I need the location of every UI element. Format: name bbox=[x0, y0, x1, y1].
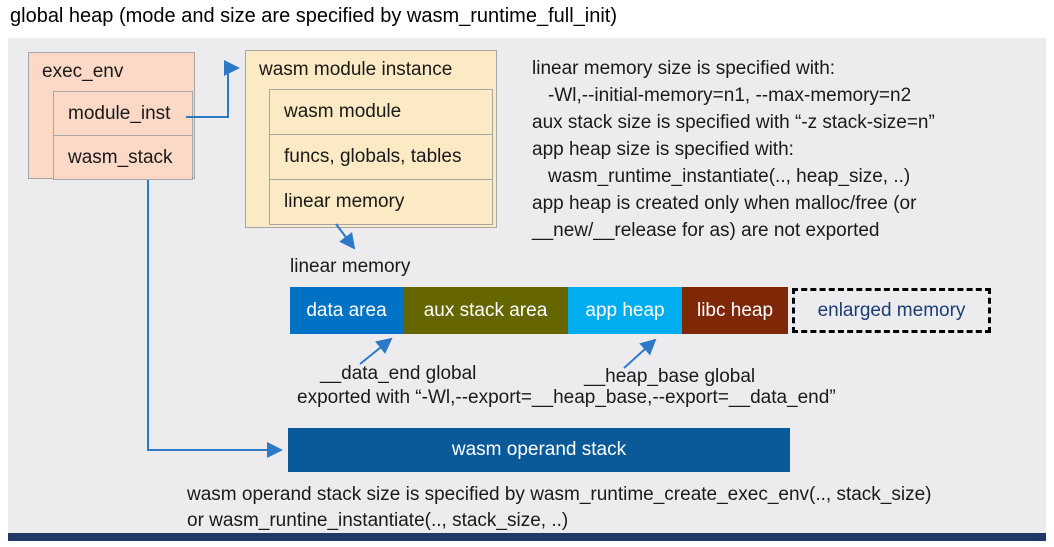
segment-app-heap: app heap bbox=[568, 287, 682, 334]
exec-env-row-module-inst: module_inst bbox=[53, 91, 193, 136]
wasm-operand-stack-bar: wasm operand stack bbox=[288, 428, 790, 472]
segment-libc-heap: libc heap bbox=[682, 287, 788, 334]
note-line: wasm_runtime_instantiate(.., heap_size, … bbox=[548, 166, 911, 187]
exported-with-label: exported with “-Wl,--export=__heap_base,… bbox=[297, 387, 836, 408]
footer-line: wasm operand stack size is specified by … bbox=[187, 484, 932, 505]
note-line: linear memory size is specified with: bbox=[532, 58, 836, 79]
data-end-global-label: __data_end global bbox=[320, 363, 477, 384]
operand-stack-notes: wasm operand stack size is specified by … bbox=[187, 482, 932, 534]
note-line: __new/__release for as) are not exported bbox=[532, 220, 880, 241]
segment-enlarged-memory: enlarged memory bbox=[792, 288, 991, 333]
diagram-title: global heap (mode and size are specified… bbox=[10, 5, 617, 27]
module-instance-header: wasm module instance bbox=[259, 59, 453, 80]
module-instance-box: wasm module instance wasm module funcs, … bbox=[245, 50, 497, 228]
heap-base-global-label: __heap_base global bbox=[584, 366, 756, 387]
module-instance-row-linear-memory: linear memory bbox=[269, 179, 493, 225]
size-notes: linear memory size is specified with: -W… bbox=[532, 55, 1044, 244]
exec-env-box: exec_env module_inst wasm_stack bbox=[28, 52, 195, 180]
exec-env-row-wasm-stack: wasm_stack bbox=[53, 135, 193, 180]
note-line: app heap size is specified with: bbox=[532, 139, 794, 160]
exec-env-header: exec_env bbox=[42, 61, 124, 82]
footer-line: or wasm_runtine_instantiate(.., stack_si… bbox=[187, 510, 569, 531]
note-line: -Wl,--initial-memory=n1, --max-memory=n2 bbox=[548, 85, 912, 106]
module-instance-row-funcs-globals-tables: funcs, globals, tables bbox=[269, 134, 493, 180]
note-line: aux stack size is specified with “-z sta… bbox=[532, 112, 935, 133]
linear-memory-label: linear memory bbox=[290, 256, 411, 277]
bottom-accent-strip bbox=[8, 533, 1046, 541]
segment-data-area: data area bbox=[290, 287, 403, 334]
note-line: app heap is created only when malloc/fre… bbox=[532, 193, 917, 214]
module-instance-row-wasm-module: wasm module bbox=[269, 89, 493, 135]
segment-aux-stack-area: aux stack area bbox=[403, 287, 568, 334]
